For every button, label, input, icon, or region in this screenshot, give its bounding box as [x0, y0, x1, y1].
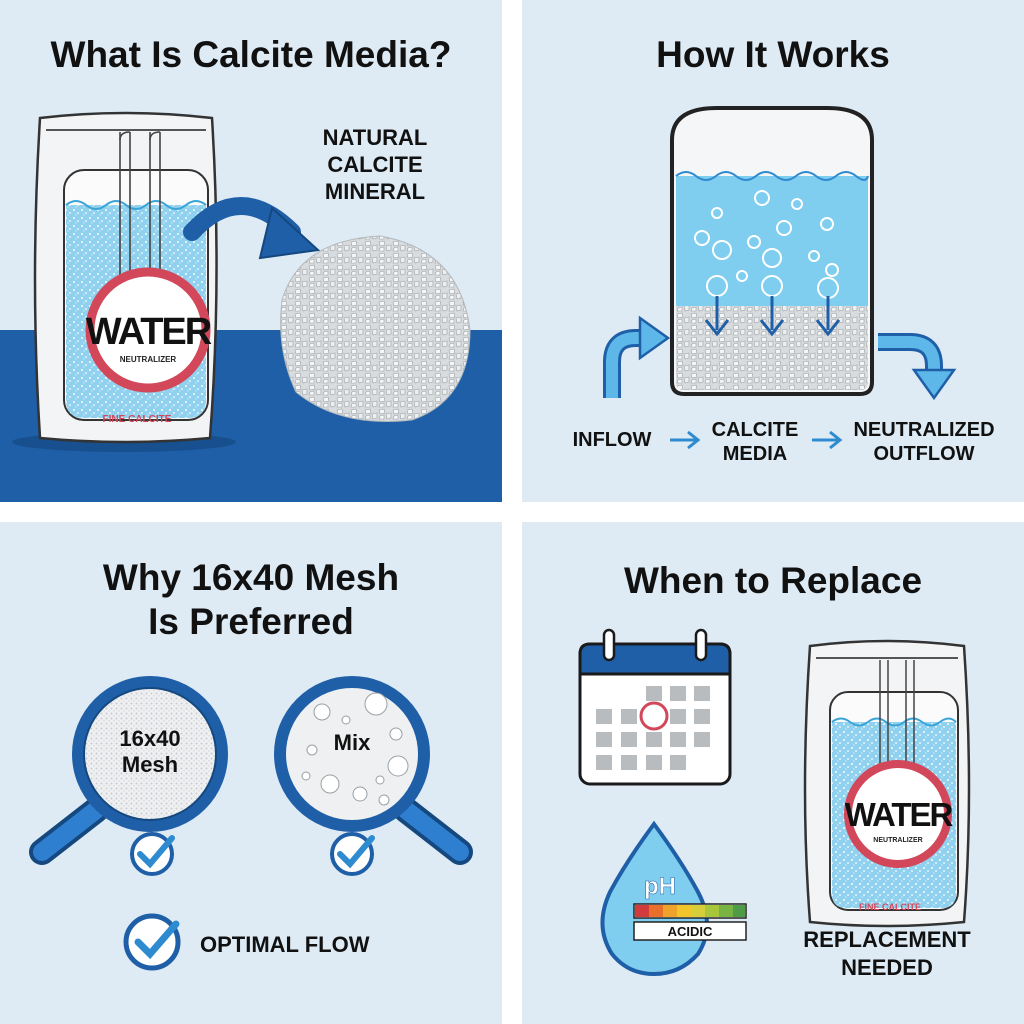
water-drop-icon: ACIDIC pH: [600, 820, 747, 977]
flow-media-label: CALCITE MEDIA: [702, 418, 808, 466]
tank-icon: [670, 106, 874, 396]
check-icon: [330, 832, 375, 876]
panel-mesh: Why 16x40 Mesh Is Preferred: [0, 522, 502, 1024]
check-icon: [130, 832, 175, 876]
replacement-line: REPLACEMENT: [803, 927, 971, 952]
mineral-label-line: CALCITE: [327, 152, 423, 177]
flow-outflow-label: NEUTRALIZED OUTFLOW: [844, 418, 1004, 466]
check-icon: [123, 913, 181, 971]
panel-title: Why 16x40 Mesh Is Preferred: [0, 556, 502, 644]
bubbles-icon: [694, 190, 839, 299]
lens-fine-line: 16x40: [119, 726, 181, 751]
calcite-bag-icon: WATER NEUTRALIZER FINE CALCITE: [803, 639, 971, 928]
panel-title-line: Is Preferred: [148, 601, 354, 642]
ph-strip-label: ACIDIC: [668, 924, 713, 939]
panel-how-it-works: How It Works: [522, 0, 1024, 502]
replacement-needed-label: REPLACEMENT NEEDED: [792, 926, 982, 982]
bag-brand: WATER: [845, 796, 954, 833]
mineral-label-line: MINERAL: [324, 179, 426, 204]
replacement-line: NEEDED: [841, 955, 933, 980]
inflow-arrow-icon: [603, 315, 671, 398]
panel-title: What Is Calcite Media?: [50, 34, 452, 75]
ph-label: pH: [644, 873, 676, 900]
magnifier-fine-mesh-icon: [29, 676, 228, 865]
mesh-illustration: [29, 676, 473, 971]
bag-brand: WATER: [86, 311, 212, 353]
mineral-label: NATURAL CALCITE MINERAL: [300, 124, 450, 205]
panel-title-line: Why 16x40 Mesh: [102, 557, 400, 598]
flow-media-line: CALCITE: [711, 419, 799, 441]
panel-title: When to Replace: [623, 560, 923, 601]
outflow-arrow-icon: [878, 333, 957, 401]
lens-mix-label: Mix: [333, 730, 371, 755]
calcite-gravel-pile-icon: [280, 235, 471, 422]
calendar-icon: [578, 628, 732, 786]
tank-illustration: [603, 106, 957, 450]
lens-fine-line: Mesh: [121, 752, 179, 777]
replace-illustration: ACIDIC pH WATER NEUTRALIZER FINE CALCITE: [578, 628, 971, 977]
curved-arrow-icon: [183, 197, 321, 260]
flow-outflow-line: NEUTRALIZED: [853, 419, 995, 441]
flow-media-line: MEDIA: [722, 443, 788, 465]
bag-footer: FINE CALCITE: [859, 902, 921, 912]
magnifier-mixed-icon: [274, 676, 473, 865]
mineral-label-line: NATURAL: [322, 125, 428, 150]
flow-inflow-label: INFLOW: [572, 429, 652, 451]
down-arrows-icon: [704, 296, 841, 337]
calcite-bag-icon: WATER NEUTRALIZER FINE CALCITE: [33, 111, 218, 444]
optimal-flow-label: OPTIMAL FLOW: [200, 932, 370, 957]
panel-what-is-calcite: What Is Calcite Media? WATER NEUTRALIZER…: [0, 0, 502, 502]
flow-step-arrow-icon: [670, 430, 701, 450]
calcite-illustration: WATER NEUTRALIZER FINE CALCITE: [0, 111, 502, 502]
flow-step-arrow-icon: [812, 430, 843, 450]
bag-subtitle: NEUTRALIZER: [120, 355, 177, 364]
panel-title: How It Works: [656, 34, 890, 75]
flow-outflow-line: OUTFLOW: [873, 443, 975, 465]
panel-when-to-replace: When to Replace ACIDIC: [522, 522, 1024, 1024]
lens-fine-label: 16x40 Mesh: [100, 726, 200, 778]
bag-footer: FINE CALCITE: [103, 414, 172, 425]
bag-subtitle: NEUTRALIZER: [873, 837, 922, 844]
